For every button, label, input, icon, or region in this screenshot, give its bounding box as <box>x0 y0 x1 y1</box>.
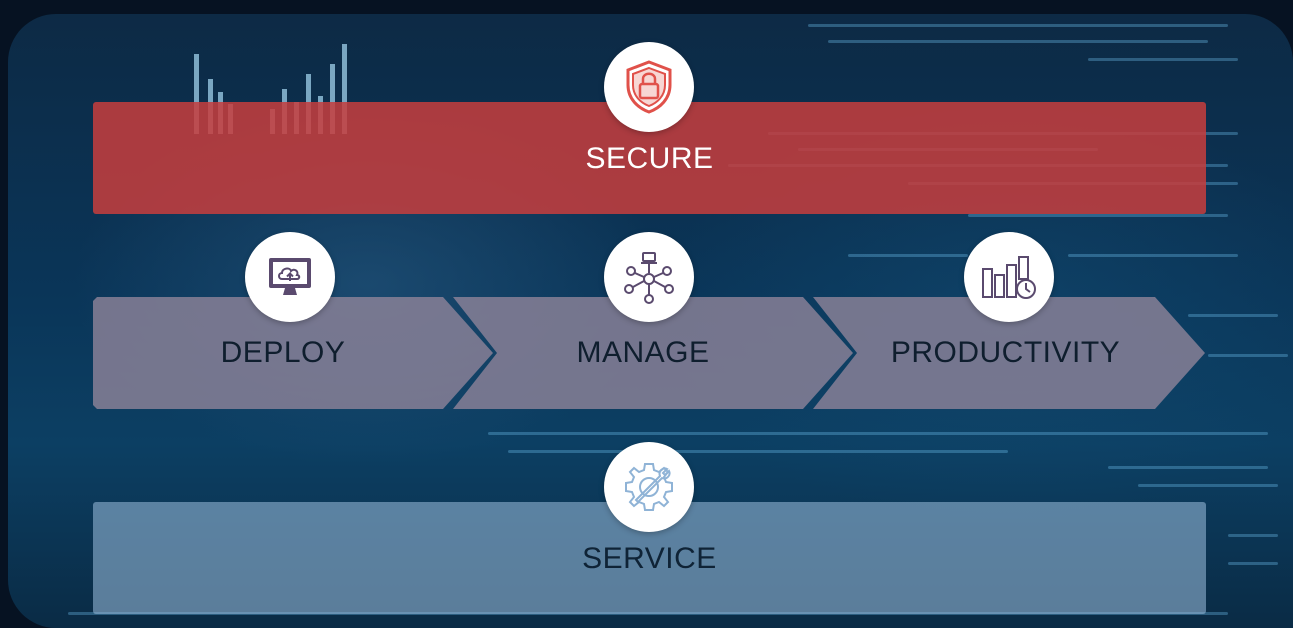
manage-chevron: MANAGE <box>453 297 858 409</box>
bar-chart-clock-icon <box>964 232 1054 322</box>
network-hub-icon <box>604 232 694 322</box>
secure-label: SECURE <box>585 142 714 175</box>
service-label: SERVICE <box>582 542 717 575</box>
shield-lock-icon <box>604 42 694 132</box>
productivity-label: PRODUCTIVITY <box>890 336 1121 369</box>
monitor-cloud-upload-icon <box>245 232 335 322</box>
gear-wrench-icon <box>604 442 694 532</box>
diagram-canvas: SECURE DEPLOY MANAGE PRODUCTIVITY SERVIC… <box>8 14 1293 628</box>
productivity-chevron: PRODUCTIVITY <box>813 297 1208 409</box>
deploy-chevron: DEPLOY <box>93 297 498 409</box>
manage-label: MANAGE <box>576 336 710 369</box>
deploy-label: DEPLOY <box>220 336 346 369</box>
